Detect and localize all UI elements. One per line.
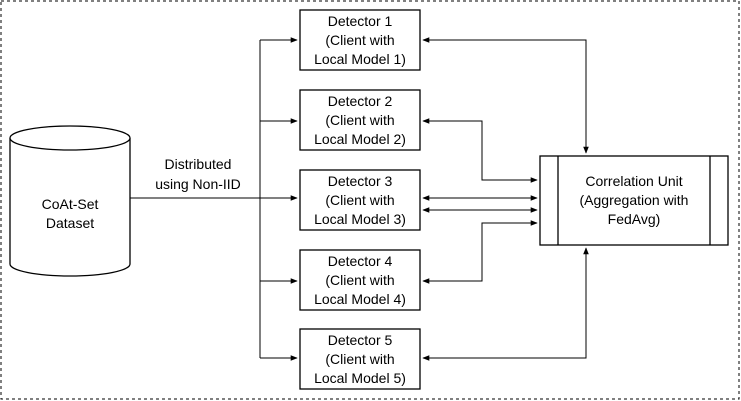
- aggregation-connectors: [422, 37, 589, 361]
- edge-label-line2: using Non-IID: [155, 176, 241, 192]
- detector-1-line2: (Client with: [325, 32, 394, 48]
- detector-2-title: Detector 2: [328, 93, 393, 109]
- detector-1-box: Detector 1 (Client with Local Model 1): [299, 9, 421, 71]
- correlation-unit-title: Correlation Unit: [585, 173, 682, 189]
- connector-detector-1: [422, 37, 589, 154]
- detector-5-line3: Local Model 5): [314, 370, 406, 386]
- detector-5-line2: (Client with: [325, 351, 394, 367]
- dataset-cylinder: CoAt-Set Dataset: [9, 125, 131, 277]
- detector-3-line3: Local Model 3): [314, 211, 406, 227]
- dataset-label-line2: Dataset: [46, 215, 94, 231]
- correlation-unit-box: Correlation Unit (Aggregation with FedAv…: [539, 155, 729, 246]
- connector-detector-5: [422, 247, 589, 361]
- detector-4-line2: (Client with: [325, 272, 394, 288]
- detector-3-line2: (Client with: [325, 192, 394, 208]
- detector-4-title: Detector 4: [328, 253, 393, 269]
- distribution-connectors: [130, 37, 298, 361]
- edge-label-line1: Distributed: [165, 156, 232, 172]
- detector-5-title: Detector 5: [328, 332, 393, 348]
- correlation-unit-line3: FedAvg): [608, 211, 661, 227]
- connector-detector-2: [422, 118, 538, 183]
- detector-5-box: Detector 5 (Client with Local Model 5): [299, 328, 421, 390]
- detector-1-line3: Local Model 1): [314, 51, 406, 67]
- detector-2-line3: Local Model 2): [314, 131, 406, 147]
- detector-3-box: Detector 3 (Client with Local Model 3): [299, 169, 421, 231]
- detector-1-title: Detector 1: [328, 13, 393, 29]
- correlation-unit-line2: (Aggregation with: [580, 192, 689, 208]
- connector-detector-4: [422, 220, 538, 284]
- detector-2-box: Detector 2 (Client with Local Model 2): [299, 89, 421, 151]
- detector-4-box: Detector 4 (Client with Local Model 4): [299, 249, 421, 311]
- detector-4-line3: Local Model 4): [314, 291, 406, 307]
- detector-2-line2: (Client with: [325, 112, 394, 128]
- detector-3-title: Detector 3: [328, 173, 393, 189]
- dataset-label-line1: CoAt-Set: [42, 196, 99, 212]
